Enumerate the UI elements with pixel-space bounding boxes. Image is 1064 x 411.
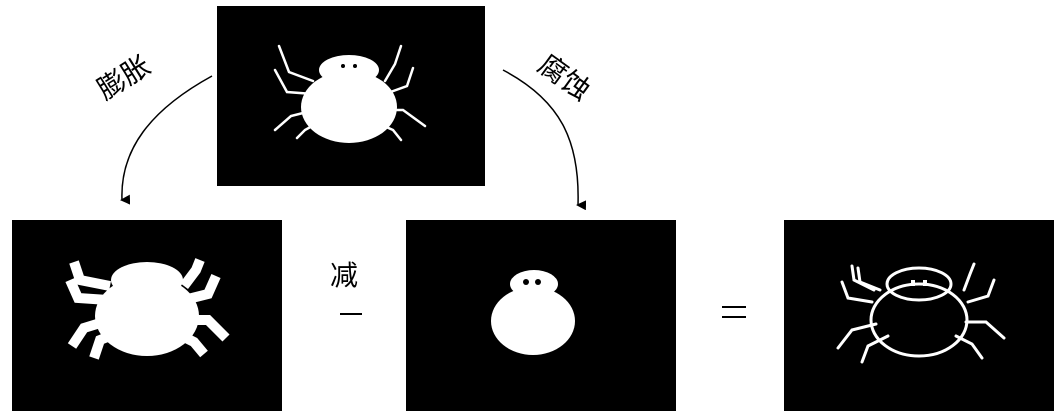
spider-eroded bbox=[491, 270, 575, 355]
original-image bbox=[217, 6, 485, 186]
equals-bar-top bbox=[722, 306, 746, 308]
boundary-result-image bbox=[784, 220, 1054, 411]
arrow-to-dilated bbox=[120, 75, 213, 205]
subtract-label: 减 bbox=[330, 259, 359, 292]
spider-original bbox=[273, 44, 427, 143]
dilated-image bbox=[12, 220, 282, 411]
dilate-label: 膨胀 bbox=[91, 48, 157, 107]
erode-label: 腐蚀 bbox=[531, 47, 597, 108]
equals-bar-bottom bbox=[722, 316, 746, 318]
equals-sign bbox=[722, 306, 746, 318]
spider-dilated bbox=[65, 258, 230, 360]
eroded-image bbox=[406, 220, 676, 411]
minus-sign bbox=[340, 313, 362, 315]
spider-boundary bbox=[836, 262, 1006, 364]
